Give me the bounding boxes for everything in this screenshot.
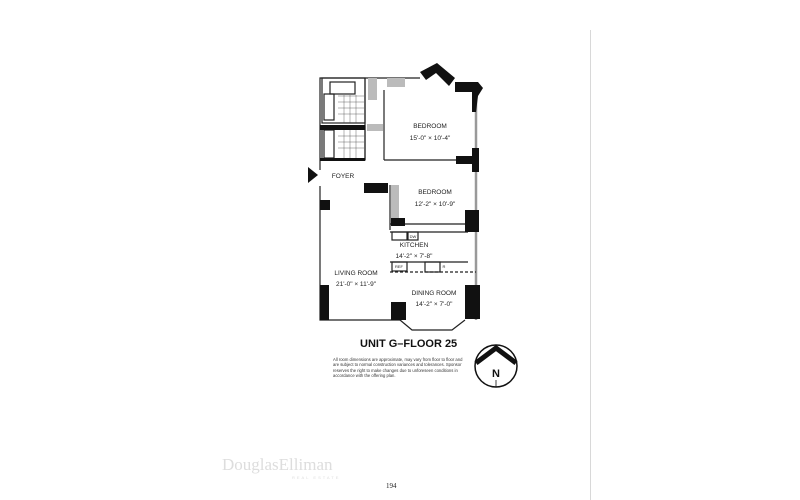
room-dims: 15'-0" × 10'-4" bbox=[410, 135, 451, 142]
entry-arrow-icon bbox=[308, 167, 318, 183]
room-label: KITCHEN bbox=[400, 242, 429, 249]
room-dims: 21'-0" × 11'-9" bbox=[336, 281, 377, 288]
page-edge bbox=[590, 30, 591, 500]
room-label: LIVING ROOM bbox=[334, 270, 377, 277]
compass-icon: N bbox=[474, 344, 518, 388]
room-label: DINING ROOM bbox=[412, 290, 457, 297]
fixture-label: REF bbox=[395, 264, 404, 269]
room-dims: 14'-2" × 7'-8" bbox=[396, 253, 434, 260]
fixture-label: R bbox=[443, 264, 446, 269]
fixture-label: DW bbox=[410, 234, 417, 239]
room-label: BEDROOM bbox=[418, 189, 452, 196]
page-number: 194 bbox=[386, 482, 397, 490]
disclaimer: All room dimensions are approximate, may… bbox=[333, 357, 463, 379]
unit-title: UNIT G–FLOOR 25 bbox=[360, 338, 458, 350]
room-label: FOYER bbox=[332, 173, 355, 180]
svg-text:N: N bbox=[492, 368, 500, 380]
room-label: BEDROOM bbox=[413, 123, 447, 130]
room-dims: 14'-2" × 7'-0" bbox=[416, 301, 454, 308]
room-dims: 12'-2" × 10'-9" bbox=[415, 201, 456, 208]
